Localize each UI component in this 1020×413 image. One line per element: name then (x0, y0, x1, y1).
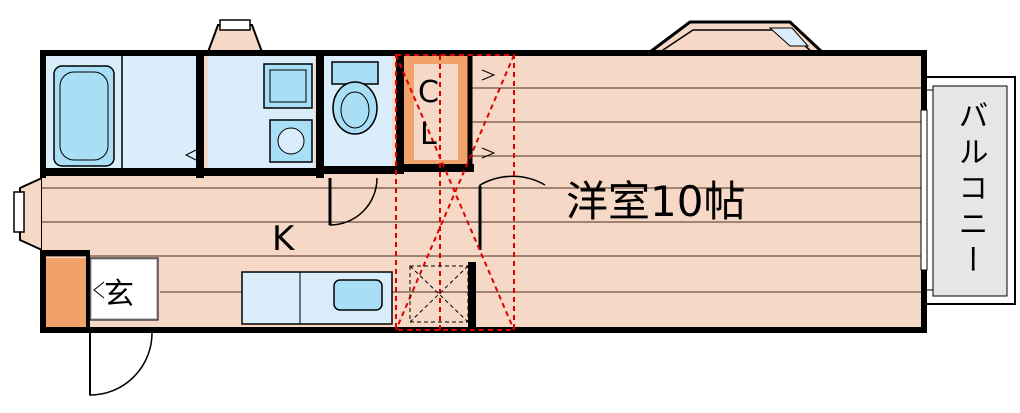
entrance (46, 257, 159, 328)
bathroom (46, 56, 196, 174)
balcony-window (920, 109, 928, 271)
closet-label-c: C (418, 75, 439, 110)
room-label-western: 洋室10帖 (566, 177, 745, 226)
closet (404, 56, 496, 168)
loft-outline (395, 54, 515, 331)
toilet-room (324, 56, 392, 168)
bay-window-top (645, 20, 826, 54)
vent-top (206, 19, 264, 53)
window-left (13, 176, 43, 252)
washroom (184, 56, 314, 174)
balcony-label: バルコニー (953, 100, 988, 280)
doors (89, 175, 546, 396)
balcony (924, 76, 1016, 305)
floor-hatch (409, 265, 469, 323)
closet-label-l: L (420, 117, 437, 152)
kitchen-counter (241, 271, 393, 325)
floor-boards (42, 87, 925, 293)
room-label-kitchen: K (272, 219, 296, 259)
room-label-entrance: 玄 (104, 277, 134, 312)
